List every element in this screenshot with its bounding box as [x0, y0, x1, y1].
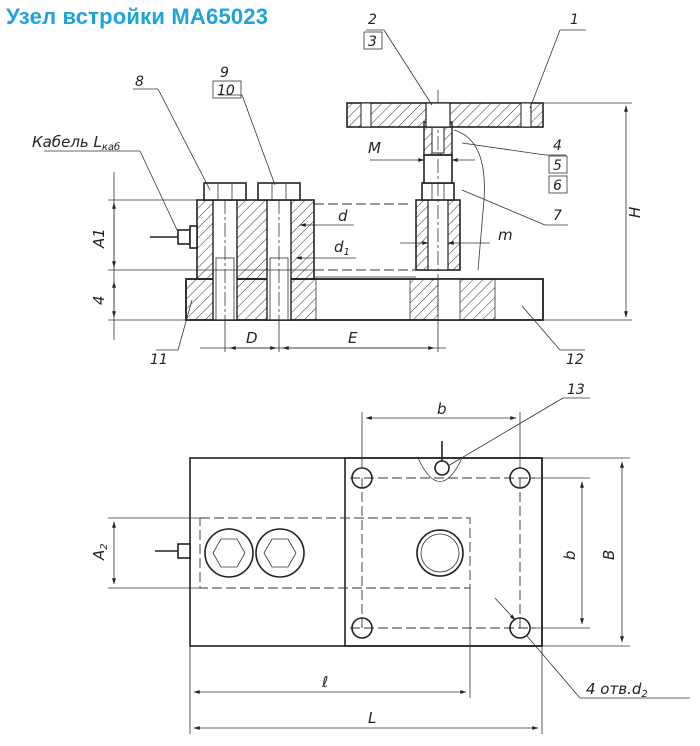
plan-view: [108, 397, 690, 734]
callout-10: 10: [217, 83, 235, 99]
dim-b-side: b: [561, 550, 579, 560]
callout-leaders-plan: [447, 397, 690, 699]
dim-b-top: b: [437, 400, 447, 418]
callout-8: 8: [135, 74, 144, 90]
cable-clamp: [434, 460, 450, 476]
mounting-holes: [351, 467, 531, 639]
callout-12: 12: [566, 352, 584, 368]
cable-gland: [150, 225, 198, 249]
callout-13: 13: [567, 382, 585, 398]
load-cell-outline: [199, 517, 471, 589]
callout-leaders-side: [44, 29, 586, 351]
dim-d: d: [338, 207, 348, 225]
dim-H: H: [626, 207, 644, 218]
dimension-lines-plan: [108, 412, 630, 734]
callout-9: 9: [220, 65, 229, 81]
dim-L: L: [368, 709, 376, 727]
dim-4: 4: [90, 295, 108, 305]
flange-plan: [344, 457, 543, 647]
load-cell-body: [314, 203, 416, 278]
base-plate-plan: [189, 457, 543, 647]
callout-1: 1: [570, 12, 579, 28]
callout-4: 4: [553, 138, 562, 154]
callout-2: 2: [368, 12, 377, 28]
dim-B: B: [600, 550, 618, 560]
diagram-title: Узел встройки MA65023: [6, 4, 269, 29]
dimension-lines-side: [108, 102, 632, 352]
hex-bolt-right: [255, 528, 305, 578]
callout-3: 3: [368, 34, 377, 50]
cable-length-label: Кабель Lкаб: [32, 133, 120, 153]
top-flange: [346, 102, 544, 128]
dim-d1: d1: [334, 238, 350, 258]
callout-11: 11: [150, 352, 168, 368]
dim-M: M: [368, 139, 381, 157]
base-plate: [185, 278, 544, 321]
callout-6: 6: [553, 178, 562, 194]
callout-7: 7: [553, 208, 562, 224]
dim-l: ℓ: [321, 673, 328, 691]
dim-E: E: [348, 329, 358, 347]
labels: Кабель Lкаб 8 9 10 2 3 1 4 5 6 7 11 12 1…: [32, 12, 648, 727]
hex-bolt-left: [204, 528, 254, 578]
center-pin-plan: [416, 529, 464, 577]
callout-5: 5: [553, 158, 562, 174]
holes-spec: 4 отв.d2: [586, 680, 648, 700]
dim-A1: A1: [90, 228, 108, 249]
dim-A2: A2: [90, 543, 110, 561]
dim-m: m: [498, 226, 513, 244]
dim-D: D: [246, 329, 258, 347]
side-elevation-view: [44, 29, 632, 352]
callout-boxes: [212, 31, 568, 194]
mounting-pin: [415, 90, 485, 322]
